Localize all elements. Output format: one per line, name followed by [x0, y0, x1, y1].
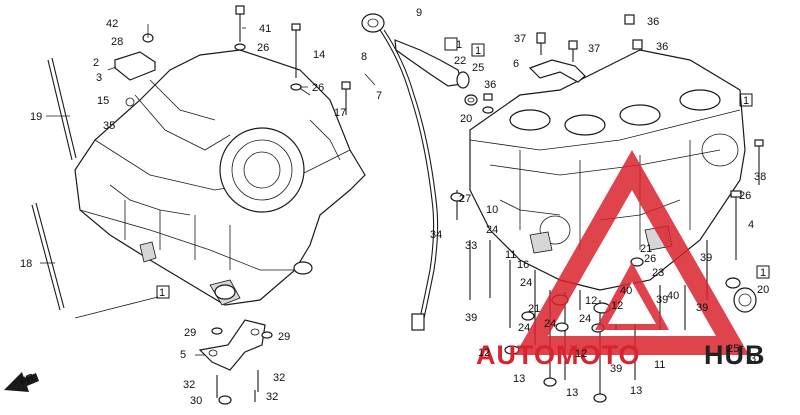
callout: 37 — [514, 33, 526, 45]
callout: 16 — [517, 259, 529, 271]
top-bolts — [234, 5, 351, 115]
callout: 13 — [630, 385, 642, 397]
callout: 9 — [416, 7, 422, 19]
callout: 26 — [257, 42, 269, 54]
callout: 40 — [620, 285, 632, 297]
callout: 11 — [505, 249, 516, 261]
callout: 21 — [528, 303, 540, 315]
lower-crankcase-half — [469, 49, 757, 313]
callout: 1 — [760, 267, 766, 279]
callout: 20 — [757, 284, 769, 296]
callout: 2 — [93, 57, 99, 69]
leader-lines — [40, 27, 376, 356]
callout: 8 — [361, 51, 367, 63]
callout: 17 — [334, 107, 346, 119]
callout: 37 — [588, 43, 600, 55]
callout: 4 — [748, 219, 754, 231]
callout: 1 — [159, 287, 165, 299]
callout: 33 — [465, 240, 477, 252]
callout: 38 — [754, 171, 766, 183]
front-direction-arrow: FR. — [4, 370, 39, 392]
upper-crankcase-half — [74, 49, 366, 306]
callout: 11 — [654, 359, 665, 371]
callout: 12 — [585, 295, 597, 307]
callout: 36 — [647, 16, 659, 28]
callout: 26 — [644, 253, 656, 265]
callout: 12 — [611, 300, 623, 312]
callout: 5 — [180, 349, 186, 361]
callout: 39 — [696, 302, 708, 314]
callout: 18 — [20, 258, 32, 270]
callout: 39 — [465, 312, 477, 324]
watermark-text-red: AUTOMOTO — [476, 340, 641, 370]
callout: 10 — [486, 204, 498, 216]
callout: 32 — [266, 391, 278, 403]
callout: 15 — [97, 95, 109, 107]
callout: 24 — [518, 322, 530, 334]
callout: 41 — [259, 23, 271, 35]
callout: 40 — [667, 290, 679, 302]
watermark-text-dark: HUB — [704, 340, 766, 370]
callout: 30 — [190, 395, 202, 407]
callout: 29 — [278, 331, 290, 343]
callout: 24 — [579, 313, 591, 325]
callout: 13 — [566, 387, 578, 399]
callout: 39 — [656, 294, 668, 306]
callout: 12 — [478, 347, 490, 359]
callout: 26 — [312, 82, 324, 94]
callout: 32 — [273, 372, 285, 384]
bearing-bracket — [528, 14, 753, 107]
callout: 25 — [727, 343, 739, 355]
callout: 39 — [700, 252, 712, 264]
callout: 26 — [739, 190, 751, 202]
callout: 1 — [456, 39, 462, 51]
callout-labels: 42 28 2 3 15 19 35 41 26 14 26 17 8 7 9 … — [20, 7, 769, 407]
callout: 7 — [376, 90, 382, 102]
oil-hose-assembly — [361, 13, 494, 331]
callout: 39 — [610, 363, 622, 375]
callout: 12 — [575, 348, 587, 360]
triangle-logo-icon — [515, 150, 749, 355]
callout: 13 — [513, 373, 525, 385]
callout: 22 — [454, 55, 466, 67]
callout: 24 — [544, 318, 556, 330]
callout: 21 — [640, 243, 652, 255]
callout: 34 — [430, 229, 442, 241]
long-studs — [31, 57, 77, 311]
callout: 1 — [475, 45, 481, 57]
callout: 27 — [459, 193, 471, 205]
callout: 31 — [750, 353, 762, 365]
callout: 42 — [106, 18, 118, 30]
callout: 29 — [184, 327, 196, 339]
callout: 24 — [520, 277, 532, 289]
callout: 36 — [656, 41, 668, 53]
callout: 28 — [111, 36, 123, 48]
callout: 36 — [484, 79, 496, 91]
callout: 32 — [183, 379, 195, 391]
callout: 19 — [30, 111, 42, 123]
callout: 35 — [103, 120, 115, 132]
callout: 24 — [486, 224, 498, 236]
callout: 25 — [472, 62, 484, 74]
breather-cover-assembly — [113, 24, 157, 107]
oil-pipe-plate — [156, 285, 273, 405]
side-bolts — [730, 139, 764, 260]
callout: 6 — [513, 58, 519, 70]
callout: 3 — [96, 72, 102, 84]
callout: 14 — [313, 49, 325, 61]
callout: 20 — [460, 113, 472, 125]
callout: 23 — [652, 267, 664, 279]
watermark-logo: AUTOMOTO HUB — [476, 150, 766, 370]
callout: 1 — [743, 95, 749, 107]
